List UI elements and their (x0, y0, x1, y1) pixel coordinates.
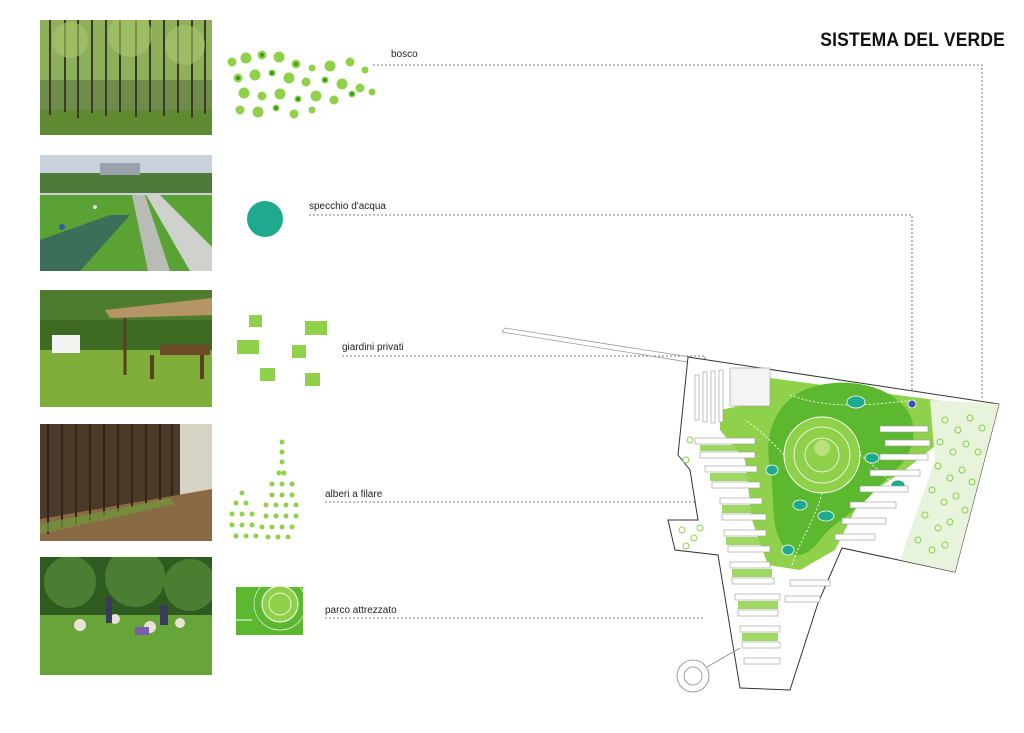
photo-bosco (40, 20, 212, 135)
symbol-bosco-dark (236, 53, 354, 110)
symbol-parco-attrezzato (236, 577, 307, 635)
symbol-alberi-filare (229, 439, 299, 540)
page-title: SISTEMA DEL VERDE (820, 30, 1005, 51)
symbol-specchio-acqua (247, 201, 283, 237)
site-trees (678, 414, 986, 554)
photo-specchio-acqua (40, 155, 212, 271)
bosco-area (900, 400, 999, 572)
label-parco-attrezzato: parco attrezzato (325, 605, 397, 616)
leader-line-giardini (342, 355, 706, 366)
symbol-bosco (226, 49, 377, 120)
leader-line-specchio (309, 214, 913, 402)
water-markers (765, 395, 917, 556)
photo-parco-attrezzato (40, 557, 212, 675)
label-specchio-acqua: specchio d'acqua (309, 201, 386, 212)
label-bosco: bosco (391, 49, 418, 60)
photo-alberi-filare (40, 424, 212, 541)
building-rows (694, 367, 931, 665)
leader-line-bosco (373, 64, 983, 400)
symbol-giardini-privati (237, 315, 327, 386)
photo-giardini-privati (40, 290, 212, 407)
label-giardini-privati: giardini privati (342, 342, 404, 353)
label-alberi-filare: alberi a filare (325, 489, 383, 500)
site-plan (501, 327, 1000, 693)
